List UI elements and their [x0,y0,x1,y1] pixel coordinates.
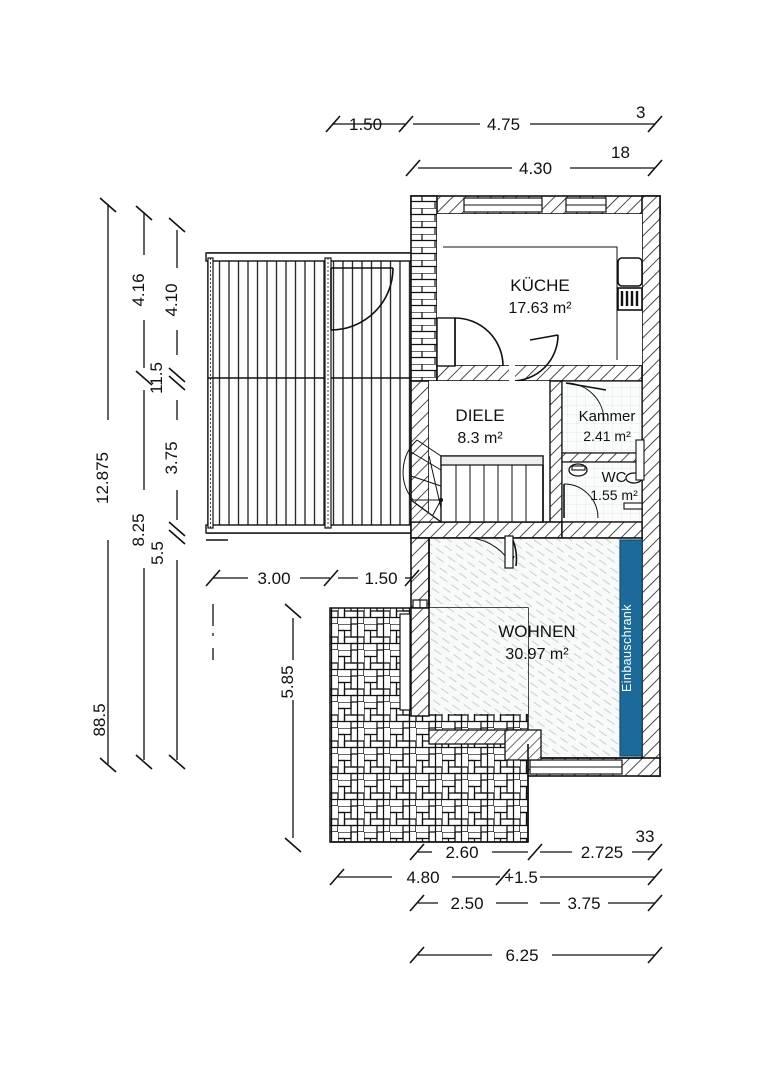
dim-left-8-25: 8.25 [129,513,148,546]
dimension-chain-middle: 3.00 1.50 [205,569,420,660]
dim-top-18: 18 [611,143,630,162]
dim-bottom-33: 33 [636,827,655,846]
room-label-diele: DIELE 8.3 m² [455,406,504,447]
room-area-diele: 8.3 m² [457,430,503,447]
room-label-kammer: Kammer 2.41 m² [579,408,636,444]
dim-left-5-5: 5.5 [148,541,167,565]
door-kammer [565,382,607,422]
dimension-chain-left-inner: 4.10 11.5 3.75 5.5 [147,217,186,770]
dimension-chain-left-outer: 12.875 [93,197,117,773]
dim-bottom-4-80: 4.80 [406,868,439,887]
dimension-chain-top-1: 1.50 4.75 3 [325,103,663,134]
room-name-wohnen: WOHNEN [498,622,575,641]
window-kitchen-left [463,197,543,213]
room-name-diele: DIELE [455,406,504,425]
dim-bottom-6-25: 6.25 [505,946,538,965]
room-area-kammer: 2.41 m² [583,428,631,444]
room-label-wohnen: WOHNEN 30.97 m² [498,622,575,663]
door-kitchen-diele [509,334,559,383]
dim-left-11-5: 11.5 [147,362,166,394]
dimension-chain-bottom-2: 4.80 +1.5 [329,868,663,887]
dim-top-4-30: 4.30 [519,159,552,178]
dim-bottom-3-75: 3.75 [567,894,600,913]
dim-top-4-75: 4.75 [487,115,520,134]
dimension-chain-left-88-5: 88.5 [90,703,109,736]
kitchen-appliance-icon [617,257,643,311]
room-name-kammer: Kammer [579,408,636,425]
room-name-wc: WC [602,469,627,486]
einbauschrank-cabinet[interactable]: Einbauschrank [619,539,643,757]
dimension-chain-bottom-4: 6.25 [409,946,663,965]
dimension-chain-left-mid: 4.16 8.25 [129,205,153,770]
dim-top-3: 3 [636,103,645,122]
dim-bottom-2-50: 2.50 [450,894,483,913]
dim-left-4-16: 4.16 [129,273,148,306]
dim-left-88-5: 88.5 [90,703,109,736]
room-area-kueche: 17.63 m² [508,300,572,317]
dimension-5-85: 5.85 [278,603,302,853]
dimension-chain-bottom-1: 2.60 2.725 33 [409,827,663,862]
dim-mid-3-00: 3.00 [257,569,290,588]
dim-left-4-10: 4.10 [162,283,181,316]
dim-top-1-50: 1.50 [349,115,382,134]
door-wohnen-diele [459,535,518,569]
room-area-wohnen: 30.97 m² [505,646,569,663]
dim-bottom-2-725: 2.725 [581,843,624,862]
wc-toilet-icon [568,463,588,477]
room-label-kueche: KÜCHE 17.63 m² [508,276,572,317]
dim-left-12-875: 12.875 [93,452,112,504]
dim-left-3-75: 3.75 [162,441,181,474]
room-name-kueche: KÜCHE [510,276,570,295]
door-wc [563,483,599,519]
room-area-wc: 1.55 m² [590,487,638,503]
dimension-chain-bottom-3: 2.50 3.75 [409,894,663,913]
dim-bottom-plus-1-5: +1.5 [504,868,538,887]
dim-5-85: 5.85 [278,665,297,698]
terrace-paving [329,607,542,843]
door-kitchen-side [436,317,504,367]
dim-mid-1-50: 1.50 [364,569,397,588]
window-kitchen-right [565,197,607,213]
staircase [402,439,544,523]
dim-bottom-2-60: 2.60 [445,843,478,862]
wintergarten-block [205,252,414,541]
window-wohnen [529,759,623,775]
einbauschrank-label: Einbauschrank [620,604,634,692]
dimension-chain-top-2: 4.30 18 [405,143,663,178]
room-label-wc: WC 1.55 m² [590,469,638,503]
